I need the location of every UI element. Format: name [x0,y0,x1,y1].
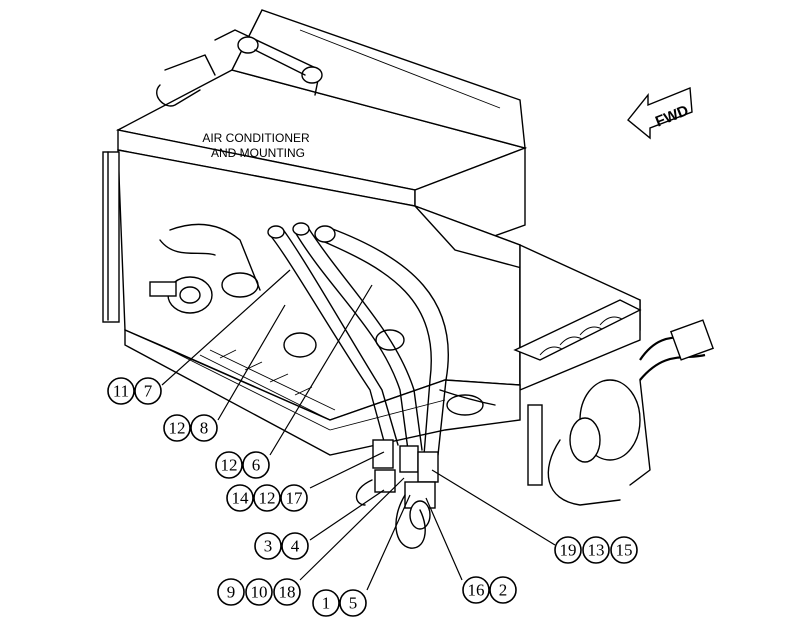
callout-number: 4 [291,537,300,556]
callout-group-g6: 9 10 18 [217,578,301,606]
assembly-label-line2: AND MOUNTING [211,146,305,160]
callout-number: 10 [251,583,268,602]
callout-number: 1 [322,594,331,613]
callout-number: 7 [144,382,153,401]
callout-number: 15 [616,541,633,560]
refrigerant-hoses [267,222,450,549]
callout-number: 12 [221,456,238,475]
callout-number: 14 [232,489,250,508]
callout-group-g7: 1 5 [312,589,367,617]
callout-group-g1: 11 7 [107,377,162,405]
assembly-label-line1: AIR CONDITIONER [202,131,310,145]
callout-number: 5 [349,594,358,613]
callout-number: 12 [259,489,276,508]
callout-number: 3 [264,537,273,556]
callout-number: 8 [200,419,209,438]
callout-number: 6 [252,456,261,475]
callout-group-g9: 19 13 15 [554,536,638,564]
callout-number: 18 [279,583,296,602]
air-conditioner-housing [102,9,715,506]
callout-number: 19 [560,541,577,560]
callout-number: 12 [169,419,186,438]
callout-group-g2: 12 8 [163,414,218,442]
rear-bracket [156,29,323,107]
callout-group-g3: 12 6 [215,451,270,479]
callout-number: 9 [227,583,236,602]
callout-number: 17 [286,489,304,508]
callout-group-g5: 3 4 [254,532,309,560]
callout-number: 11 [113,382,129,401]
callout-number: 2 [499,581,508,600]
forward-arrow-icon: FWD [627,86,693,140]
leader-lines [161,269,556,591]
callout-number: 16 [468,581,485,600]
callout-number: 13 [588,541,605,560]
callout-group-g8: 16 2 [462,576,517,604]
callout-group-g4: 14 12 17 [226,484,308,512]
